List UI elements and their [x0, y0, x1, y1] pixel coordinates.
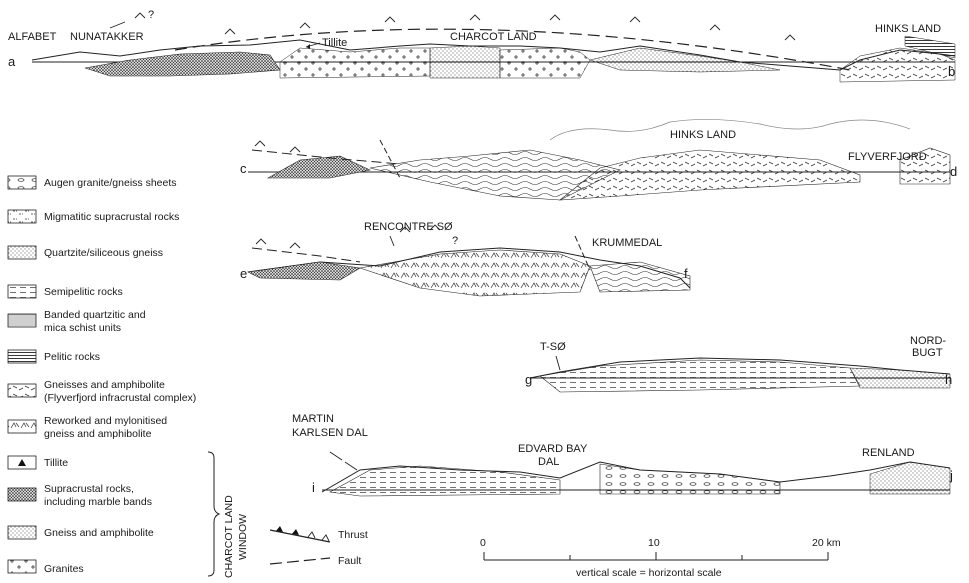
legend-swatch: [8, 285, 36, 298]
legend-swatch: [8, 176, 36, 189]
label-tillite: Tillite: [322, 37, 347, 49]
legend-label-2: gneiss and amphibolite: [44, 428, 152, 440]
legend-swatch: [8, 420, 36, 433]
scale-tick-20: 20 km: [812, 537, 841, 549]
legend-swatch: [8, 560, 36, 573]
label-edvard-bay: EDVARD BAY: [518, 443, 588, 455]
legend-label: Augen granite/gneiss sheets: [44, 177, 177, 189]
legend-thrust-label: Thrust: [338, 529, 368, 541]
legend-item-migmatitic: Migmatitic supracrustal rocks: [8, 210, 179, 223]
legend-swatch: [8, 526, 36, 539]
section-end-j: j: [949, 468, 953, 483]
section-start-c: c: [240, 161, 247, 176]
legend-fault-label: Fault: [338, 555, 361, 567]
section-start-g: g: [525, 372, 532, 387]
legend: Augen granite/gneiss sheets Migmatitic s…: [8, 176, 368, 578]
legend-label: Gneisses and amphibolite: [44, 379, 165, 391]
bracket-label-charcot: CHARCOT LAND: [223, 495, 235, 578]
label-rencontre-so: RENCONTRE SØ: [364, 221, 453, 233]
section-a-b: ALFABET NUNATAKKER ? Tillite CHARCOT LAN…: [8, 9, 955, 82]
legend-item-tillite: Tillite: [8, 456, 68, 469]
section-start-i: i: [312, 480, 315, 495]
section-g-h: T-SØ NORD- BUGT g h: [525, 335, 952, 392]
legend-label-2: including marble bands: [44, 496, 152, 508]
legend-swatch: [8, 246, 36, 259]
label-krummedal: KRUMMEDAL: [592, 237, 662, 249]
legend-item-banded: Banded quartzitic and mica schist units: [8, 309, 146, 334]
legend-label: Quartzite/siliceous gneiss: [44, 247, 163, 259]
scale-tick-10: 10: [648, 537, 660, 549]
scale-tick-0: 0: [480, 537, 486, 549]
scale-caption: vertical scale = horizontal scale: [576, 567, 722, 579]
label-nord: NORD-: [910, 335, 946, 347]
legend-label: Semipelitic rocks: [44, 286, 123, 298]
label-bugt: BUGT: [912, 347, 943, 359]
section-c-d: HINKS LAND FLYVERFJORD c d: [240, 119, 957, 200]
label-hinks-land-a: HINKS LAND: [875, 23, 941, 35]
section-start-e: e: [240, 266, 247, 281]
label-dal: DAL: [538, 456, 559, 468]
legend-label: Banded quartzitic and: [44, 309, 146, 321]
section-end-h: h: [945, 372, 952, 387]
legend-label: Reworked and mylonitised: [44, 415, 167, 427]
legend-swatch: [8, 210, 36, 223]
legend-label: Pelitic rocks: [44, 351, 100, 363]
label-martin: MARTIN: [292, 413, 334, 425]
scale-bar: 0 10 20 km vertical scale = horizontal s…: [480, 537, 841, 579]
section-end-b: b: [948, 64, 955, 79]
legend-swatch: [8, 488, 36, 501]
label-renland: RENLAND: [862, 447, 915, 459]
label-t-so: T-SØ: [540, 341, 566, 353]
label-karlsen-dal: KARLSEN DAL: [292, 427, 368, 439]
legend-item-quartzite: Quartzite/siliceous gneiss: [8, 246, 163, 259]
bracket-label-window: WINDOW: [237, 514, 249, 560]
label-nunatakker: NUNATAKKER: [70, 31, 144, 43]
legend-label: Granites: [44, 563, 84, 575]
section-e-f: RENCONTRE SØ ? KRUMMEDAL e f: [240, 221, 690, 296]
fault-symbol: Fault: [270, 555, 361, 567]
legend-label: Migmatitic supracrustal rocks: [44, 211, 179, 223]
section-end-d: d: [950, 164, 957, 179]
legend-label: Gneiss and amphibolite: [44, 527, 154, 539]
section-end-f: f: [684, 266, 688, 281]
legend-swatch: [8, 314, 36, 327]
label-flyverfjord: FLYVERFJORD: [848, 151, 927, 163]
legend-item-granites: Granites: [8, 560, 84, 575]
legend-label-2: mica schist units: [44, 322, 121, 334]
legend-item-reworked: Reworked and mylonitised gneiss and amph…: [8, 415, 167, 440]
legend-item-semipelitic: Semipelitic rocks: [8, 285, 123, 298]
label-alfabet: ALFABET: [8, 31, 57, 43]
legend-label: Tillite: [44, 457, 68, 469]
legend-item-gneiss-amphibolite: Gneiss and amphibolite: [8, 526, 154, 539]
thrust-symbol: Thrust: [270, 526, 368, 542]
legend-item-gneisses: Gneisses and amphibolite (Flyverfjord in…: [8, 379, 196, 404]
legend-bracket: [208, 452, 219, 576]
legend-item-supracrustal: Supracrustal rocks, including marble ban…: [8, 483, 152, 508]
legend-swatch: [8, 384, 36, 397]
label-charcot-land: CHARCOT LAND: [450, 31, 537, 43]
legend-label-2: (Flyverfjord infracrustal complex): [44, 392, 196, 404]
label-hinks-land-c: HINKS LAND: [670, 129, 736, 141]
label-query-a: ?: [148, 9, 154, 21]
legend-label: Supracrustal rocks,: [44, 483, 134, 495]
legend-item-pelitic: Pelitic rocks: [8, 350, 100, 363]
legend-swatch: [8, 350, 36, 363]
section-start-a: a: [8, 54, 16, 69]
legend-item-augen: Augen granite/gneiss sheets: [8, 176, 177, 189]
label-query-e: ?: [452, 235, 458, 247]
section-i-j: MARTIN KARLSEN DAL EDVARD BAY DAL RENLAN…: [292, 413, 953, 496]
